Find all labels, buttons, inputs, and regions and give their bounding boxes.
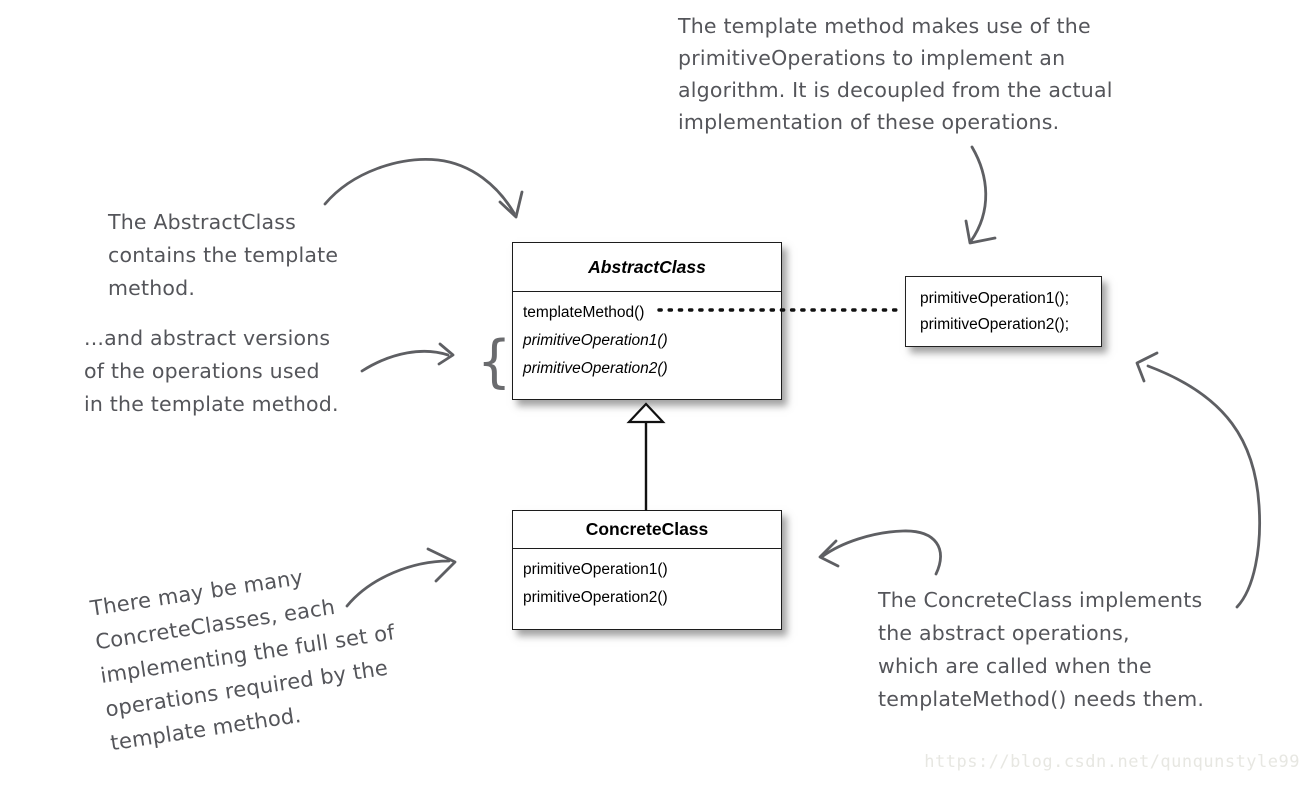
hand-arrow-to-abstract-operations-icon: [360, 342, 455, 373]
concrete-class-methods: primitiveOperation1() primitiveOperation…: [513, 549, 781, 612]
hand-arrow-to-concrete-class-right-icon: [818, 529, 942, 576]
abstract-class-methods: templateMethod() primitiveOperation1() p…: [513, 292, 781, 383]
watermark: https://blog.csdn.net/qunqunstyle99: [924, 752, 1300, 772]
concrete-class-title: ConcreteClass: [513, 511, 781, 549]
code-line-1: primitiveOperation1();: [920, 290, 1070, 307]
brace-icon: {: [477, 328, 512, 395]
note-many-concrete-classes: There may be many ConcreteClasses, each …: [88, 565, 397, 756]
hand-arrow-to-abstract-class-icon: [323, 158, 524, 219]
hand-arrow-to-code-box-icon: [964, 145, 997, 245]
abstract-class-title: AbstractClass: [513, 243, 781, 292]
note-abstract-class: The AbstractClass contains the template …: [108, 210, 339, 300]
code-snippet-box: primitiveOperation1(); primitiveOperatio…: [905, 276, 1102, 347]
method-template-method: templateMethod(): [523, 304, 645, 321]
note-abstract-operations: ...and abstract versions of the operatio…: [84, 326, 339, 416]
method-primitive-operation2-impl: primitiveOperation2(): [523, 589, 668, 606]
code-line-2: primitiveOperation2();: [920, 316, 1070, 333]
note-concrete-implements: The ConcreteClass implements the abstrac…: [878, 588, 1205, 711]
inheritance-arrowhead: [626, 402, 666, 424]
hand-arrow-code-to-diagram-icon: [1135, 351, 1261, 609]
method-primitive-operation1: primitiveOperation1(): [523, 332, 668, 349]
abstract-class-box: AbstractClass templateMethod() primitive…: [512, 242, 782, 400]
note-template-method: The template method makes use of the pri…: [678, 14, 1113, 134]
method-primitive-operation1-impl: primitiveOperation1(): [523, 561, 668, 578]
concrete-class-box: ConcreteClass primitiveOperation1() prim…: [512, 510, 782, 630]
method-primitive-operation2: primitiveOperation2(): [523, 360, 668, 377]
